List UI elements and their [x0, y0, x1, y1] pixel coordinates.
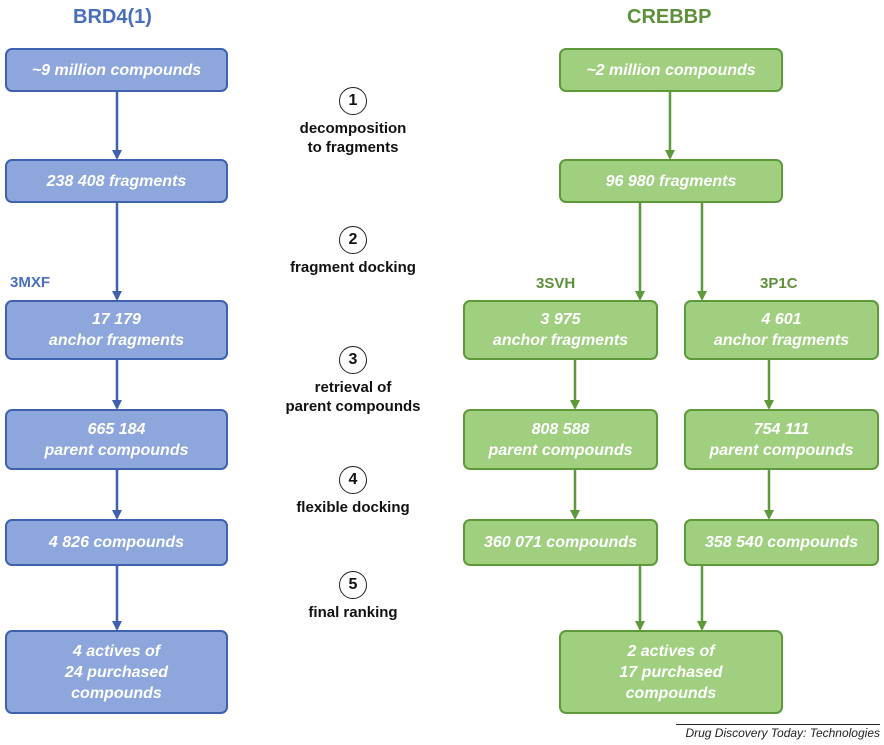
svh-box-docked: 360 071 compounds — [463, 519, 658, 566]
step-2: 2 fragment docking — [258, 226, 448, 277]
label-3mxf: 3MXF — [10, 274, 51, 291]
brd4-box-actives: 4 actives of 24 purchased compounds — [5, 630, 228, 714]
source-credit: Drug Discovery Today: Technologies — [676, 724, 880, 740]
brd4-box-parent: 665 184 parent compounds — [5, 409, 228, 470]
brd4-box-docked: 4 826 compounds — [5, 519, 228, 566]
p1c-box-parent: 754 111 parent compounds — [684, 409, 879, 470]
step-5-number: 5 — [339, 571, 367, 599]
step-2-number: 2 — [339, 226, 367, 254]
svh-box-anchor: 3 975 anchor fragments — [463, 300, 658, 360]
step-5: 5 final ranking — [258, 571, 448, 622]
svh-box-parent: 808 588 parent compounds — [463, 409, 658, 470]
brd4-title: BRD4(1) — [73, 6, 152, 28]
label-3p1c: 3P1C — [760, 275, 798, 292]
step-3-number: 3 — [339, 346, 367, 374]
crebbp-box-fragments: 96 980 fragments — [559, 159, 783, 203]
label-3svh: 3SVH — [536, 275, 576, 292]
p1c-box-anchor: 4 601 anchor fragments — [684, 300, 879, 360]
step-2-text: fragment docking — [290, 259, 416, 276]
crebbp-title: CREBBP — [627, 6, 712, 28]
crebbp-box-actives: 2 actives of 17 purchased compounds — [559, 630, 783, 714]
step-4: 4 flexible docking — [258, 466, 448, 517]
step-1: 1 decomposition to fragments — [258, 87, 448, 157]
step-1-text: decomposition to fragments — [299, 120, 407, 156]
step-4-text: flexible docking — [296, 499, 410, 516]
step-4-number: 4 — [339, 466, 367, 494]
brd4-box-fragments: 238 408 fragments — [5, 159, 228, 203]
step-1-number: 1 — [339, 87, 367, 115]
step-3-text: retrieval of parent compounds — [285, 379, 421, 415]
brd4-box-anchor: 17 179 anchor fragments — [5, 300, 228, 360]
step-3: 3 retrieval of parent compounds — [258, 346, 448, 416]
step-5-text: final ranking — [308, 604, 398, 621]
p1c-box-docked: 358 540 compounds — [684, 519, 879, 566]
crebbp-box-compounds: ~2 million compounds — [559, 48, 783, 92]
brd4-box-compounds: ~9 million compounds — [5, 48, 228, 92]
